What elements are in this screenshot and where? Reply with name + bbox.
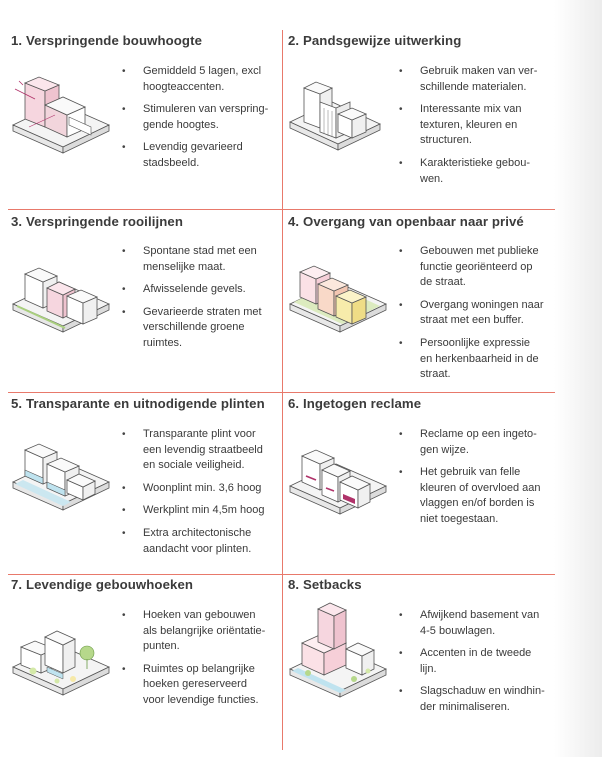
- section-3: 3. Verspringende rooilijnen Spontane sta…: [11, 214, 279, 386]
- bullet-item: Reclame op een ingeto-gen wijze.: [399, 427, 559, 458]
- section-5: 5. Transparante en uitnodigende plinten …: [11, 396, 279, 568]
- row-divider-3: [8, 574, 555, 576]
- section-title: 5. Transparante en uitnodigende plinten: [11, 396, 265, 411]
- bullet-item: Woonplint min. 3,6 hoog: [122, 481, 287, 497]
- bullet-item: Stimuleren van verspring-gende hoogtes.: [122, 102, 282, 133]
- section-2: 2. Pandsgewijze uitwerking Gebruik maken…: [288, 33, 550, 203]
- section-title: 3. Verspringende rooilijnen: [11, 214, 183, 229]
- section-title: 6. Ingetogen reclame: [288, 396, 422, 411]
- column-divider: [282, 30, 284, 750]
- isometric-setbacks-tower-icon: [289, 602, 387, 698]
- bullet-item: Karakteristieke gebou-wen.: [399, 156, 554, 187]
- isometric-lively-corners-icon: [12, 630, 110, 696]
- isometric-restrained-signage-icon: [289, 449, 387, 515]
- section-title: 8. Setbacks: [288, 577, 362, 592]
- bullet-item: Slagschaduw en windhin-der minimaliseren…: [399, 684, 564, 715]
- isometric-staggered-building-lines-icon: [12, 267, 110, 333]
- row-divider-1: [8, 209, 555, 211]
- bullet-item: Afwisselende gevels.: [122, 282, 282, 298]
- section-title: 4. Overgang van openbaar naar privé: [288, 214, 524, 229]
- bullet-list: Reclame op een ingeto-gen wijze. Het geb…: [399, 427, 559, 535]
- section-6: 6. Ingetogen reclame Reclame op een inge…: [288, 396, 550, 568]
- section-title: 1. Verspringende bouwhoogte: [11, 33, 203, 48]
- row-divider-2: [8, 392, 555, 394]
- isometric-transparent-plinth-icon: [12, 443, 110, 511]
- isometric-individual-buildings-icon: [289, 81, 381, 151]
- section-title: 7. Levendige gebouwhoeken: [11, 577, 194, 592]
- bullet-item: Gebruik maken van ver-schillende materia…: [399, 64, 554, 95]
- section-title: 2. Pandsgewijze uitwerking: [288, 33, 462, 48]
- isometric-public-private-transition-icon: [289, 265, 387, 333]
- isometric-stepped-heights-icon: [12, 76, 110, 154]
- bullet-list: Gebruik maken van ver-schillende materia…: [399, 64, 554, 194]
- bullet-item: Werkplint min 4,5m hoog: [122, 503, 287, 519]
- section-4: 4. Overgang van openbaar naar privé Gebo…: [288, 214, 550, 386]
- section-7: 7. Levendige gebouwhoeken Hoeken van geb…: [11, 577, 279, 749]
- section-1: 1. Verspringende bouwhoogte Gemiddeld 5 …: [11, 33, 279, 203]
